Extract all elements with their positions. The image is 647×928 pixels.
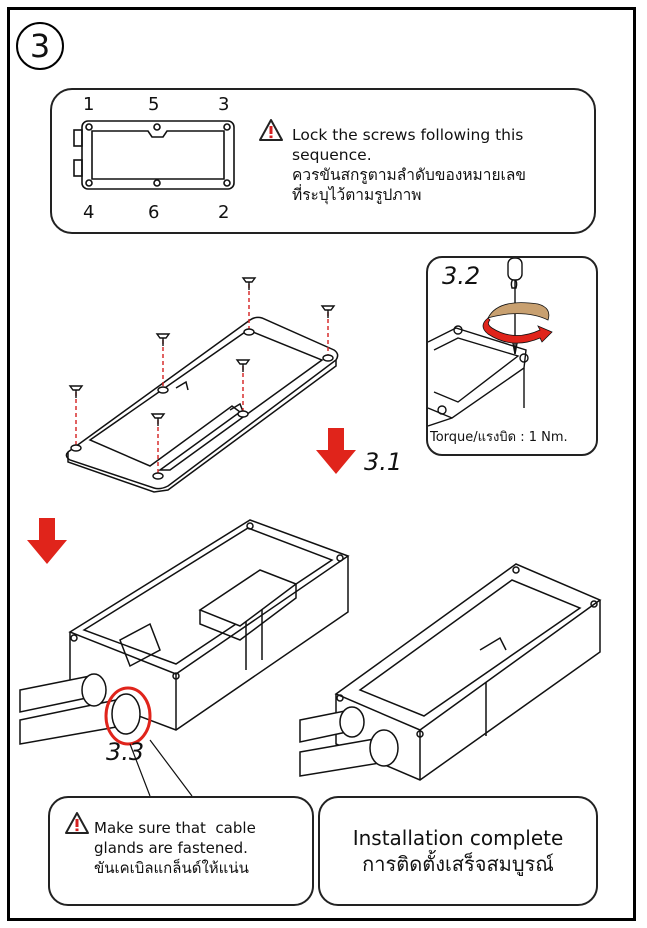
cable-gland-note xyxy=(48,796,314,906)
step-label-3-2: 3.2 xyxy=(442,262,481,290)
complete-en: Installation complete xyxy=(352,826,564,850)
cable-note-line1: Make sure that cable xyxy=(94,819,256,837)
torque-inset-panel xyxy=(426,256,598,456)
note-th-line1: ควรขันสกรูตามลำดับของหมายเลข xyxy=(292,166,526,184)
warning-icon xyxy=(65,812,89,834)
seq-number-5: 5 xyxy=(148,94,160,115)
seq-number-1: 1 xyxy=(83,94,95,115)
screwdriver-icon xyxy=(428,258,553,427)
installation-complete-panel: Installation complete การติดตั้งเสร็จสมบ… xyxy=(318,796,598,906)
step-number: 3 xyxy=(29,27,51,65)
down-arrow-icon xyxy=(316,428,356,474)
torque-label: Torque/แรงบิด : 1 Nm. xyxy=(430,430,568,445)
screw-sequence-panel xyxy=(50,88,596,234)
page-frame xyxy=(7,7,636,921)
complete-th: การติดตั้งเสร็จสมบูรณ์ xyxy=(362,852,554,876)
seq-number-2: 2 xyxy=(218,202,230,223)
down-arrow-icon xyxy=(27,518,67,564)
step-label-3-3: 3.3 xyxy=(106,738,145,766)
cable-note-line3: ขันเคเบิลแกล็นด์ให้แน่น xyxy=(94,859,249,877)
note-en-line1: Lock the screws following this xyxy=(292,126,524,144)
cable-note-line2: glands are fastened. xyxy=(94,839,248,857)
step-number-badge: 3 xyxy=(16,22,64,70)
cable-note-text: Make sure that cable glands are fastened… xyxy=(94,818,256,878)
sequence-note: Lock the screws following this sequence.… xyxy=(292,125,526,205)
seq-number-4: 4 xyxy=(83,202,95,223)
seq-number-6: 6 xyxy=(148,202,160,223)
warning-icon xyxy=(259,119,283,141)
note-th-line2: ที่ระบุไว้ตามรูปภาพ xyxy=(292,186,422,204)
seq-number-3: 3 xyxy=(218,94,230,115)
note-en-line2: sequence. xyxy=(292,146,372,164)
step-label-3-1: 3.1 xyxy=(364,448,403,476)
